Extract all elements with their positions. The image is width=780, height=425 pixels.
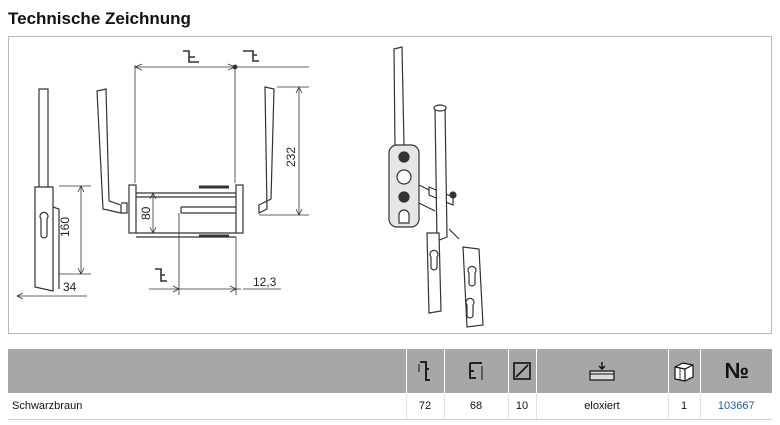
dim-12-3-label: 12,3 bbox=[253, 275, 277, 289]
table-row[interactable]: Schwarzbraun 72 68 10 eloxiert 1 103667 bbox=[8, 393, 772, 420]
dim-80-label: 80 bbox=[139, 206, 153, 220]
cell-surface: eloxiert bbox=[535, 393, 668, 420]
cell-col-a: 72 bbox=[405, 393, 444, 420]
dim-bottom-lines bbox=[149, 213, 281, 295]
square-spindle-icon bbox=[513, 362, 531, 380]
cell-color: Schwarzbraun bbox=[8, 393, 406, 420]
surface-finish-icon bbox=[589, 362, 615, 381]
dim-34-label: 34 bbox=[63, 280, 77, 294]
cell-spindle: 10 bbox=[507, 393, 536, 420]
cell-col-b: 68 bbox=[443, 393, 508, 420]
table-header-row: № bbox=[8, 349, 772, 393]
handle-length-icon bbox=[418, 361, 430, 381]
front-view-handles bbox=[96, 86, 275, 238]
technical-drawing: 160 34 bbox=[8, 36, 772, 334]
dim-232-label: 232 bbox=[284, 147, 298, 167]
header-handle-profile bbox=[443, 349, 508, 393]
handle-profile-icon bbox=[469, 362, 483, 380]
side-view-handle bbox=[34, 88, 60, 292]
dim-232-lines bbox=[259, 86, 309, 216]
cell-article-number[interactable]: 103667 bbox=[699, 393, 772, 420]
page-title: Technische Zeichnung bbox=[8, 9, 191, 28]
dim-34-lines bbox=[16, 292, 87, 300]
packaging-unit-icon bbox=[674, 362, 694, 382]
dim-160-lines bbox=[59, 185, 91, 275]
header-packaging-unit bbox=[667, 349, 700, 393]
header-article-number: № bbox=[699, 349, 772, 393]
spec-table: № Schwarzbraun 72 68 10 eloxiert 1 10366… bbox=[8, 349, 772, 420]
cell-pack: 1 bbox=[667, 393, 700, 420]
isometric-view bbox=[388, 46, 484, 328]
header-handle-length bbox=[405, 349, 444, 393]
dim-160-label: 160 bbox=[58, 217, 72, 237]
header-surface-finish bbox=[535, 349, 668, 393]
dim-80-lines bbox=[149, 192, 157, 234]
drawing-svg: 160 34 bbox=[16, 46, 484, 328]
dim-top-lines bbox=[133, 50, 309, 183]
article-number-icon: № bbox=[724, 358, 749, 383]
header-empty bbox=[8, 349, 406, 393]
header-square-spindle bbox=[507, 349, 536, 393]
